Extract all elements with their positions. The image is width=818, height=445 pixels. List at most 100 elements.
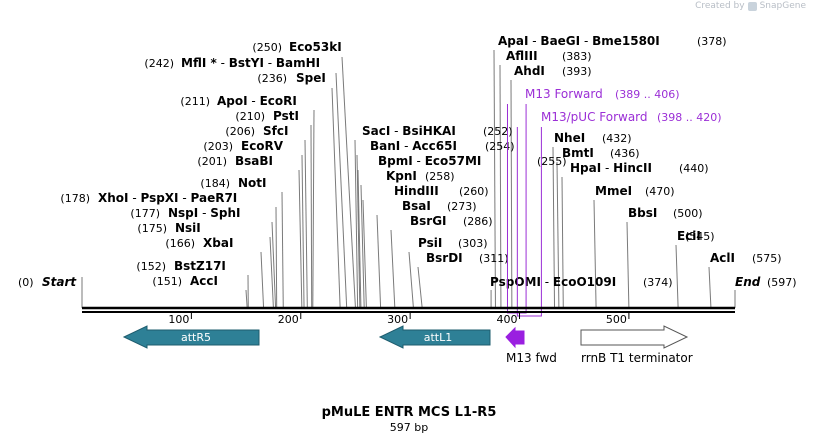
site-bmti-leader-line (556, 161, 560, 309)
site-bstz17i-position: (152) (136, 260, 166, 273)
primer-m13-puc-forward-label: M13/pUC Forward (541, 110, 648, 124)
enzyme-mfli: MflI * (181, 56, 217, 70)
ruler-label-200: 200 (278, 313, 299, 326)
enzyme-bani: BanI (370, 139, 400, 153)
separator: - (217, 56, 229, 70)
site-saci-names: SacI - BsiHKAI (362, 124, 456, 138)
enzyme-psti: PstI (273, 109, 299, 123)
site-mmei-position: (470) (645, 185, 675, 198)
site-psti-names: PstI (273, 109, 299, 123)
site-bani-names: BanI - Acc65I (370, 139, 457, 153)
site-bani-position: (254) (485, 140, 515, 153)
site-hpai-leader-line (561, 176, 564, 309)
site-ecii-position: (545) (685, 230, 715, 243)
enzyme-nhei: NheI (554, 131, 585, 145)
site-nsii-names: NsiI (175, 221, 201, 235)
site-eco53ki-leader-line (341, 56, 356, 309)
enzyme-xhoi: XhoI (98, 191, 129, 205)
site-hindiii-leader-line (362, 199, 367, 309)
site-acci-leader-line (245, 289, 248, 309)
enzyme-bpmi: BpmI (378, 154, 413, 168)
enzyme-afliii: AflIII (506, 49, 538, 63)
site-psti-position: (210) (235, 110, 265, 123)
rrnb-terminator-arrow (580, 325, 689, 349)
end-position: (597) (767, 276, 797, 289)
watermark-created-by: Created by (695, 1, 745, 11)
enzyme-noti: NotI (238, 176, 267, 190)
ruler-label-400: 400 (497, 313, 518, 326)
site-psii-leader-line (408, 251, 414, 309)
site-bsai-leader-line (376, 214, 382, 309)
enzyme-hindiii: HindIII (394, 184, 439, 198)
enzyme-saci: SacI (362, 124, 390, 138)
site-eco53ki-names: Eco53kI (289, 40, 342, 54)
dna-backbone (82, 306, 735, 313)
separator: - (248, 94, 260, 108)
site-bsai-names: BsaI (402, 199, 431, 213)
site-mmei-leader-line (593, 199, 597, 309)
site-pspomi-position: (374) (643, 276, 673, 289)
enzyme-sphi: SphI (210, 206, 240, 220)
separator: - (413, 154, 425, 168)
enzyme-hincii: HincII (613, 161, 652, 175)
site-xbai-names: XbaI (203, 236, 233, 250)
enzyme-bsihkai: BsiHKAI (402, 124, 456, 138)
site-spei-position: (236) (257, 72, 287, 85)
site-bbsi-position: (500) (673, 207, 703, 220)
site-sfci-names: SfcI (263, 124, 288, 138)
site-bpmi-names: BpmI - Eco57MI (378, 154, 481, 168)
enzyme-acc65i: Acc65I (412, 139, 457, 153)
site-bbsi-names: BbsI (628, 206, 657, 220)
enzyme-xbai: XbaI (203, 236, 233, 250)
feature-rrnb-t1-terminator: rrnB T1 terminator (580, 325, 693, 365)
site-saci-leader-line (354, 139, 359, 309)
enzyme-psii: PsiI (418, 236, 442, 250)
site-kpni-names: KpnI (386, 169, 417, 183)
site-ecii-leader-line (675, 244, 679, 309)
enzyme-eco57mi: Eco57MI (425, 154, 482, 168)
site-psii-position: (303) (458, 237, 488, 250)
site-sfci-leader-line (304, 139, 308, 309)
site-bstz17i-names: BstZ17I (174, 259, 226, 273)
site-hindiii-position: (260) (459, 185, 489, 198)
sequence-name: pMuLE ENTR MCS L1-R5 (321, 405, 497, 420)
site-pspomi-names: PspOMI - EcoO109I (490, 275, 616, 289)
site-saci-position: (252) (483, 125, 513, 138)
site-noti-names: NotI (238, 176, 267, 190)
site-bsrdi-leader-line (417, 266, 423, 309)
separator: - (198, 206, 210, 220)
site-mfli-names: MflI * - BstYI - BamHI (181, 56, 320, 70)
site-bsabi-leader-line (298, 169, 303, 309)
primer-m13-puc-forward-bracket (516, 127, 542, 317)
site-acci-position: (151) (152, 275, 182, 288)
site-ecorv-leader-line (301, 154, 305, 309)
enzyme-ahdi: AhdI (514, 64, 545, 78)
site-nhei-names: NheI (554, 131, 585, 145)
site-bpmi-leader-line (357, 169, 362, 309)
site-xhoi-leader-line (275, 206, 278, 309)
enzyme-spei: SpeI (296, 71, 326, 85)
site-apai-position: (378) (697, 35, 727, 48)
site-bsabi-names: BsaBI (235, 154, 273, 168)
enzyme-ecorv: EcoRV (241, 139, 284, 153)
enzyme-bmti: BmtI (562, 146, 594, 160)
site-bsrdi-names: BsrDI (426, 251, 463, 265)
site-eco53ki-position: (250) (252, 41, 282, 54)
enzyme-baegi: BaeGI (540, 34, 580, 48)
enzyme-bstz17i: BstZ17I (174, 259, 226, 273)
sequence-title-block: pMuLE ENTR MCS L1-R5 597 bp (0, 405, 818, 434)
site-hindiii-names: HindIII (394, 184, 439, 198)
site-mmei-names: MmeI (595, 184, 632, 198)
enzyme-pspomi: PspOMI (490, 275, 541, 289)
primer-m13-puc-forward-range: (398 .. 420) (657, 111, 722, 124)
site-xhoi-names: XhoI - PspXI - PaeR7I (98, 191, 237, 205)
site-kpni-leader-line (360, 184, 365, 309)
feature-m13-fwd: M13 fwd (505, 326, 557, 365)
enzyme-acli: AclI (710, 251, 735, 265)
site-leader-lines (245, 49, 712, 309)
enzyme-bsai: BsaI (402, 199, 431, 213)
site-apoi-leader-line (312, 109, 315, 309)
ruler-label-500: 500 (606, 313, 627, 326)
enzyme-ecori: EcoRI (260, 94, 297, 108)
site-bpmi-position: (255) (537, 155, 567, 168)
